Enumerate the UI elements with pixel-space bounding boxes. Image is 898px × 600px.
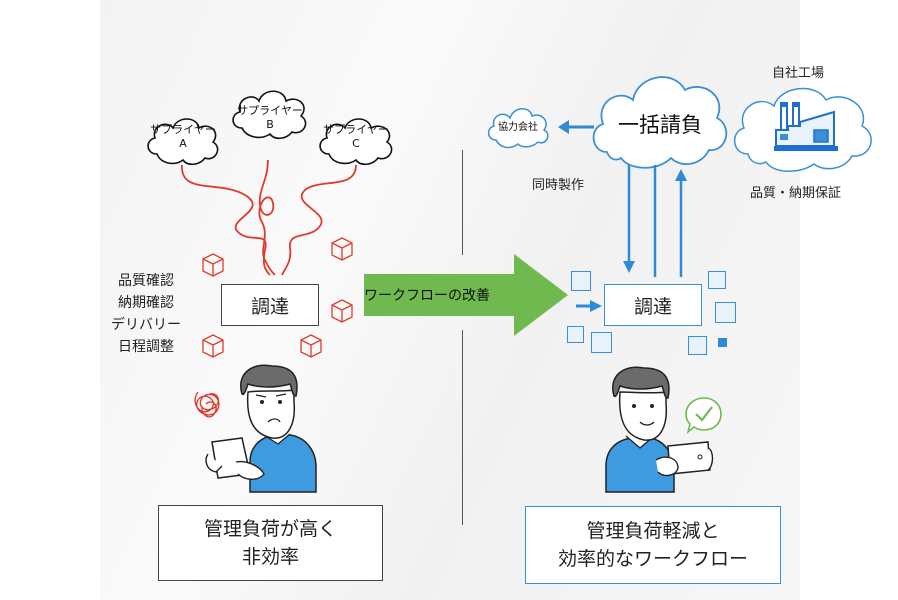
improvement-arrow (364, 254, 568, 336)
turnkey-contract-label: 一括請負 (618, 113, 702, 137)
procurement-label: 調達 (250, 295, 289, 318)
section-divider-top (462, 150, 463, 255)
arrow-into-procurement (576, 300, 602, 312)
factory-title: 自社工場 (772, 66, 825, 81)
supplier-cloud-b (232, 90, 307, 140)
result-line: 管理負荷軽減と (586, 520, 720, 542)
section-divider-bottom (462, 330, 463, 525)
simultaneous-production-label: 同時製作 (532, 178, 585, 193)
cloud-procurement-arrows (623, 165, 687, 277)
supplier-letter: C (352, 137, 360, 150)
result-line: 効率的なワークフロー (557, 548, 748, 570)
factory-caption: 品質・納期保証 (750, 186, 842, 201)
task-item: 納期確認 (118, 295, 174, 311)
tangled-communication-lines (181, 159, 357, 276)
cube-icon (202, 253, 224, 277)
checkmark-bubble-icon (685, 397, 722, 435)
supplier-name: サプライヤー (150, 123, 216, 136)
stressed-person-illustration (194, 364, 317, 493)
result-line: 管理負荷が高く (203, 518, 337, 540)
document-square-icon (708, 271, 726, 289)
inefficient-result-box: 管理負荷が高く 非効率 (158, 505, 383, 581)
procurement-box-right: 調達 (604, 284, 702, 326)
factory-icon (774, 102, 838, 151)
tangle-line-b (258, 159, 276, 276)
document-square-icon (567, 326, 584, 343)
document-square-icon (571, 271, 591, 291)
supplier-name: サプライヤー (323, 123, 389, 136)
confusion-scribble-icon (194, 391, 220, 418)
document-square-icon (688, 336, 707, 355)
supplier-a-label: サプライヤー A (143, 123, 223, 151)
procurement-box-left: 調達 (221, 284, 319, 326)
supplier-cloud-a (147, 118, 219, 166)
supplier-c-label: サプライヤー C (315, 123, 397, 151)
supplier-b-label: サプライヤー B (228, 104, 312, 132)
document-square-icon (718, 338, 727, 347)
tangle-line-c (281, 164, 357, 276)
cube-icon (300, 334, 322, 358)
cube-icon (331, 299, 353, 323)
cube-icon (202, 334, 224, 358)
task-list: 品質確認 納期確認 デリバリー 日程調整 (96, 270, 196, 358)
procurement-label: 調達 (633, 295, 672, 318)
document-square-icon (715, 302, 736, 323)
efficient-result-box: 管理負荷軽減と 効率的なワークフロー (525, 506, 781, 584)
turnkey-contract-cloud (592, 76, 728, 169)
satisfied-person-illustration (605, 366, 714, 493)
improvement-arrow-label: ワークフローの改善 (364, 288, 490, 304)
task-item: デリバリー (111, 317, 181, 333)
cube-icon (331, 237, 353, 261)
result-line: 非効率 (241, 546, 299, 568)
supplier-cloud-c (319, 118, 393, 166)
arrow-to-partner (558, 120, 594, 134)
supplier-letter: A (179, 137, 187, 150)
partner-company-cloud (487, 108, 549, 149)
supplier-letter: B (266, 118, 274, 131)
document-square-icon (591, 332, 612, 353)
tangle-line-a (181, 164, 271, 276)
supplier-name: サプライヤー (237, 104, 303, 117)
task-item: 品質確認 (118, 273, 174, 289)
partner-company-label: 協力会社 (498, 122, 538, 133)
task-item: 日程調整 (118, 339, 174, 355)
